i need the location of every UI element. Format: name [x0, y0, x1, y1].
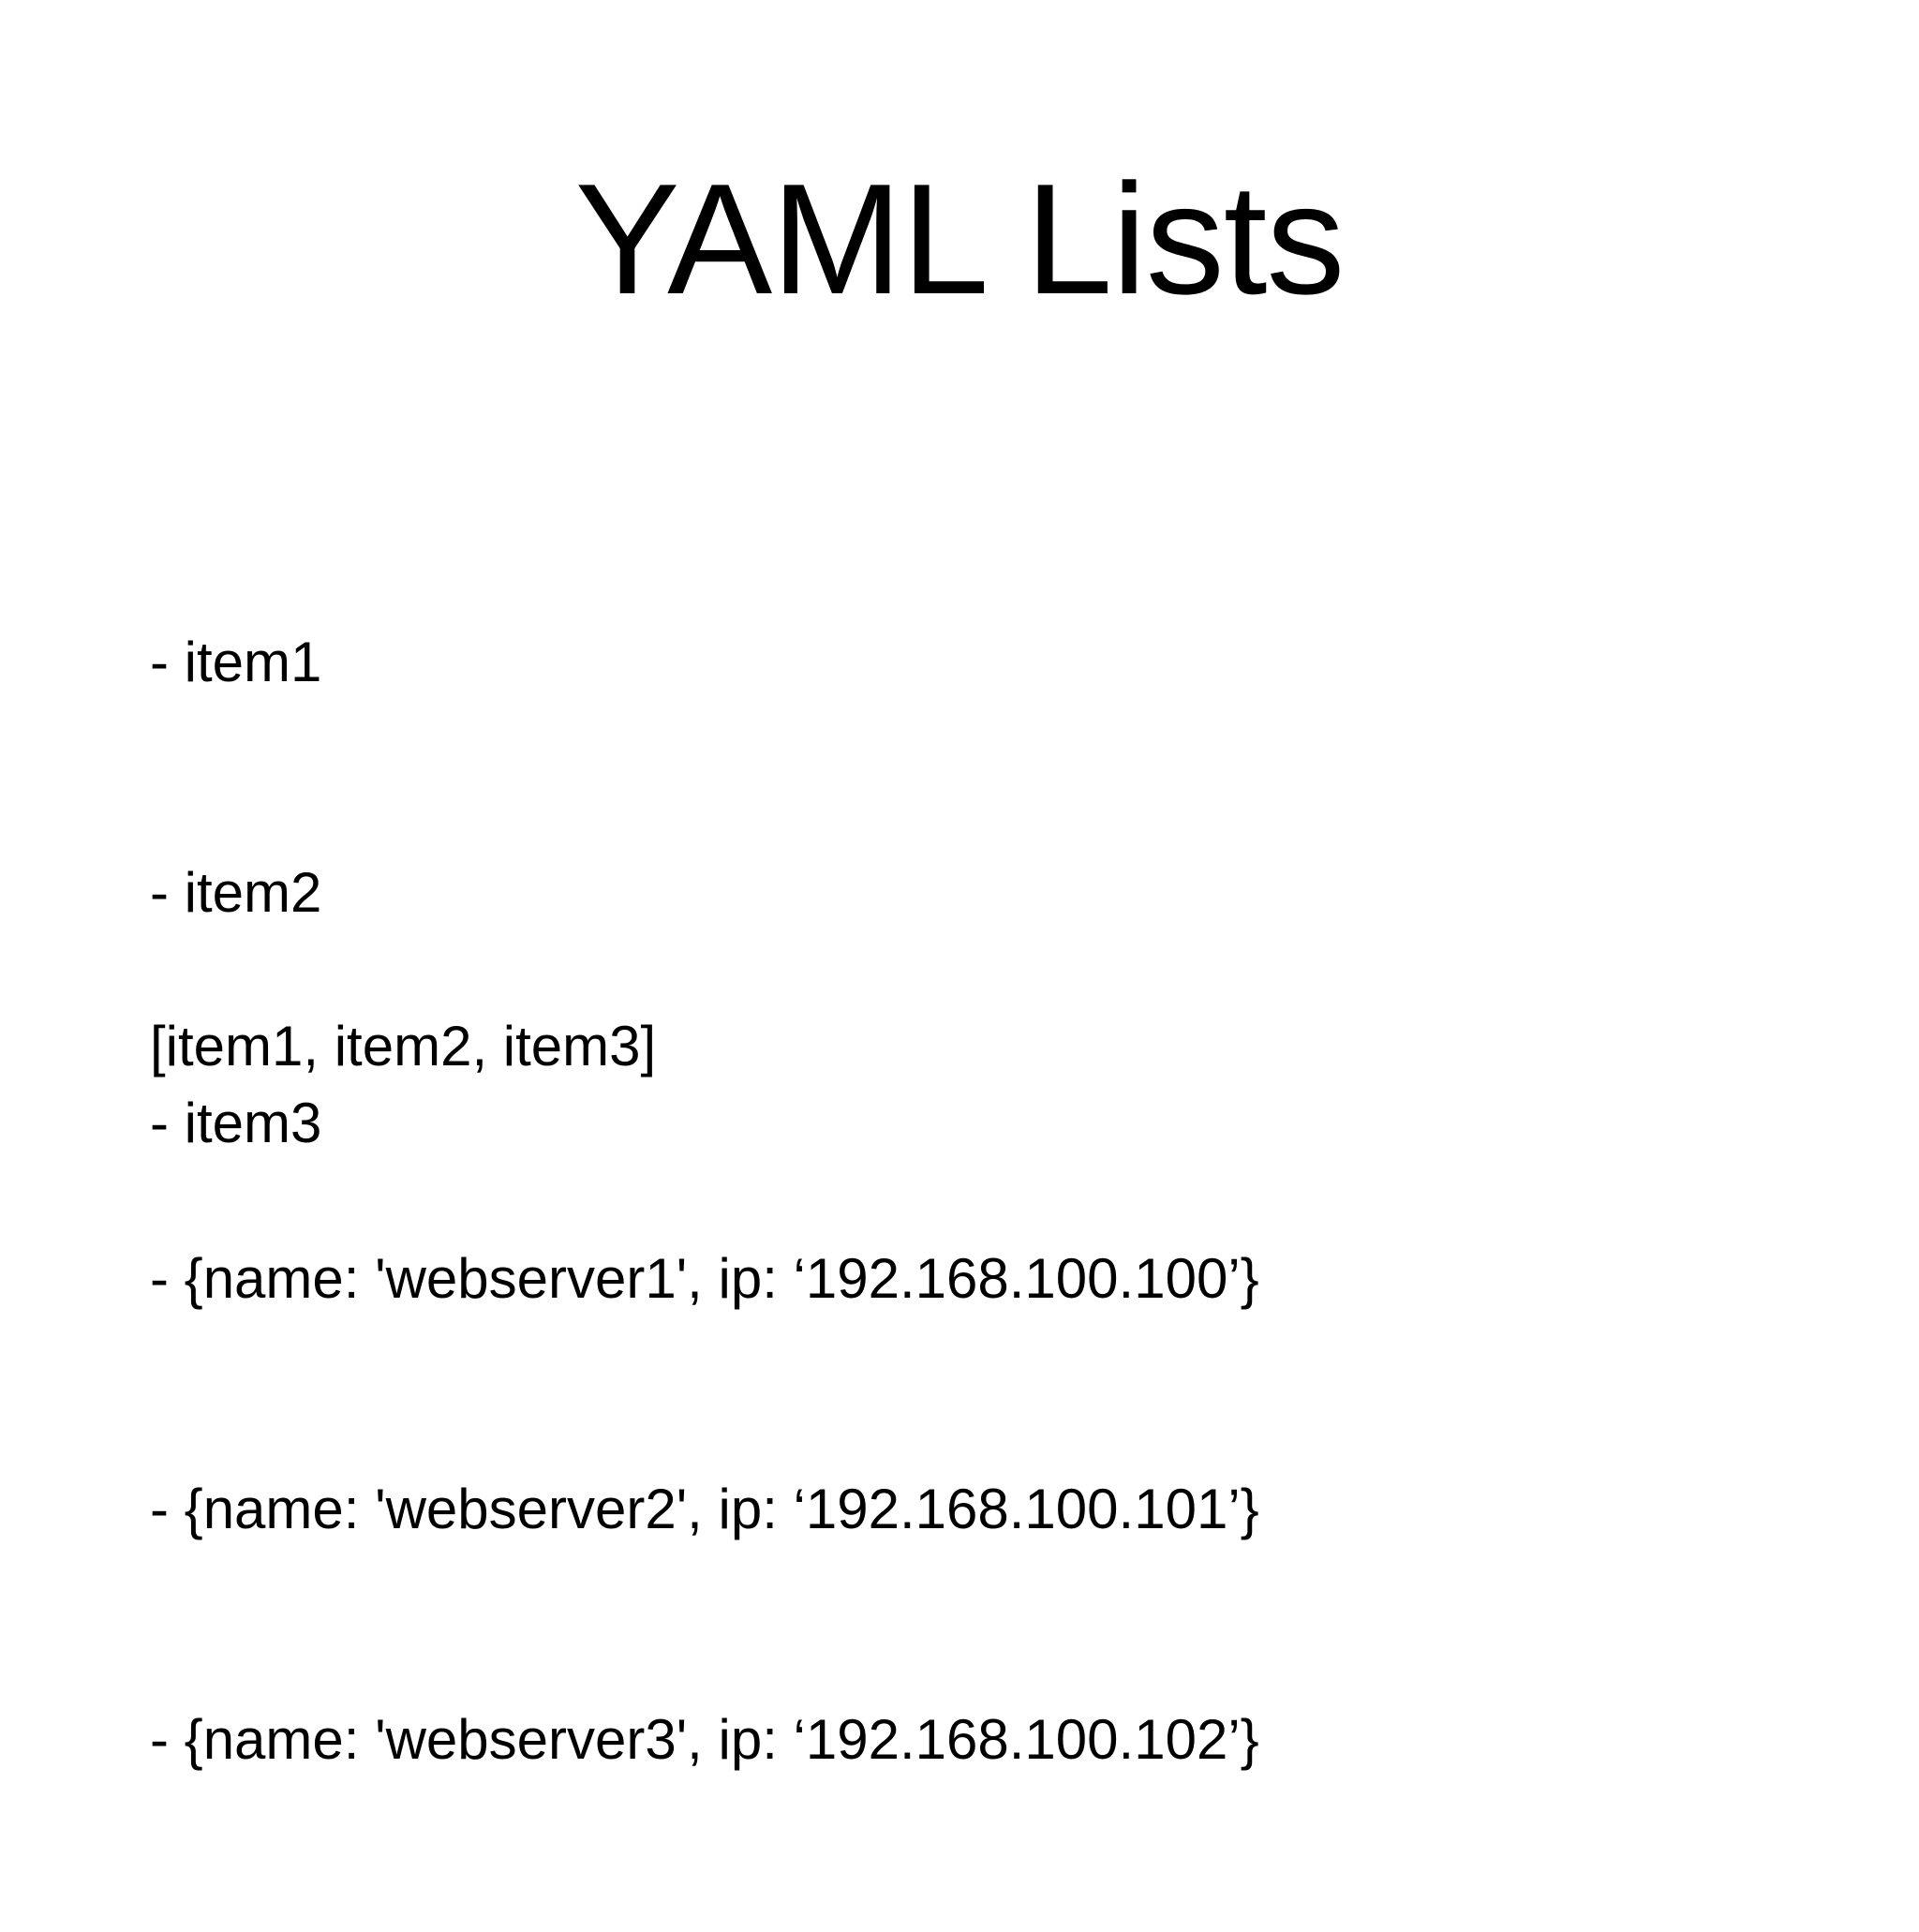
block-list-items: - item1 - item2 - item3: [150, 470, 321, 1315]
block-flow-list: [item1, item2, item3]: [150, 855, 656, 1239]
list-item: - item3: [150, 1092, 322, 1154]
list-item: - item1: [150, 631, 322, 693]
dict-item: - {name: 'webserver1', ip: ‘192.168.100.…: [150, 1247, 1259, 1310]
dict-item: - {name: 'webserver3', ip: ‘192.168.100.…: [150, 1708, 1259, 1771]
flow-list-line: [item1, item2, item3]: [150, 1015, 657, 1077]
list-item: - item2: [150, 861, 322, 924]
slide-title: YAML Lists: [574, 151, 1346, 327]
dict-item: - {name: 'webserver2', ip: ‘192.168.100.…: [150, 1478, 1259, 1540]
block-dict-list: - {name: 'webserver1', ip: ‘192.168.100.…: [150, 1087, 1259, 1932]
slide: YAML Lists - item1 - item2 - item3 [item…: [150, 151, 1346, 1771]
